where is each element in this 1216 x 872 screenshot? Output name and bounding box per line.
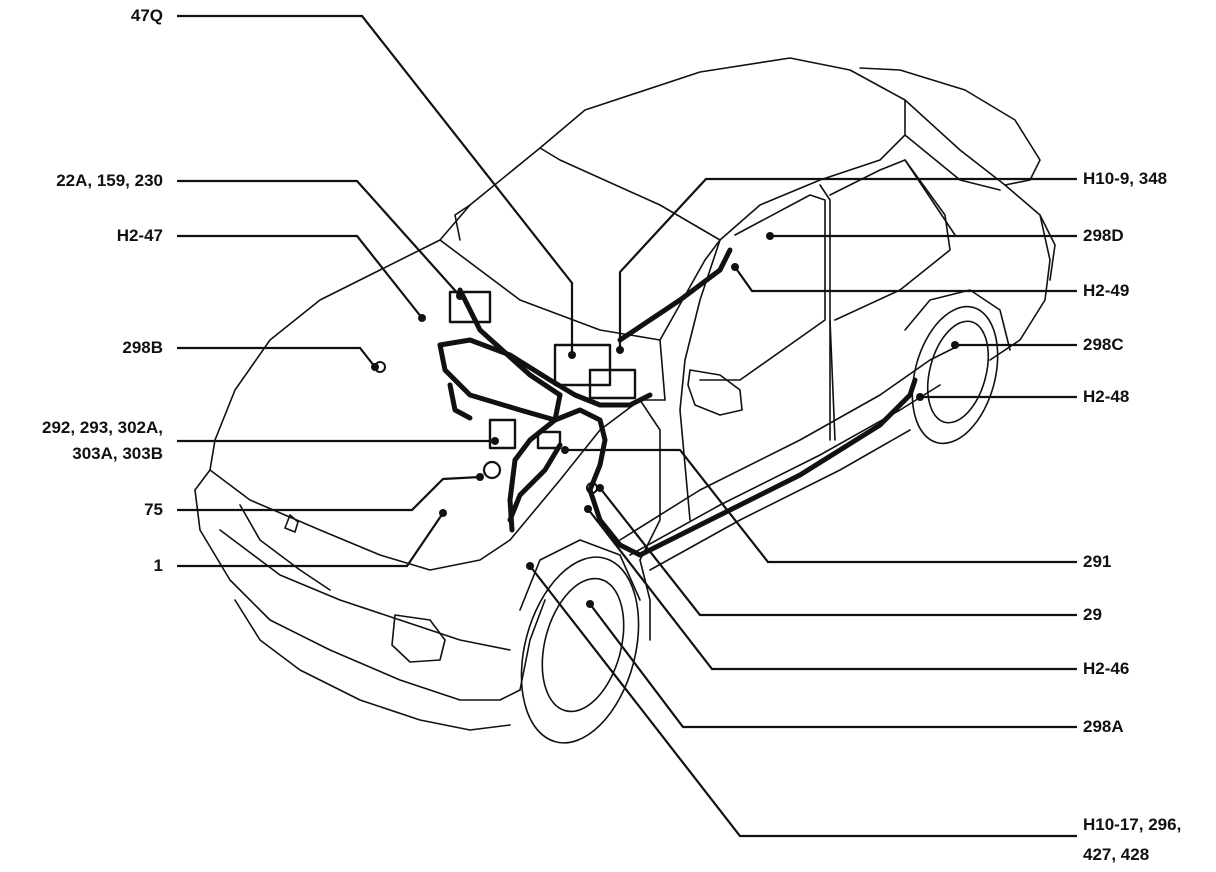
label-h2-48: H2-48 (1083, 387, 1130, 406)
label-h2-46: H2-46 (1083, 659, 1130, 678)
label-1: 1 (153, 556, 163, 575)
label-298a: 298A (1083, 717, 1124, 736)
label-h2-47: H2-47 (116, 226, 163, 245)
label-22a-159-230: 22A, 159, 230 (56, 171, 163, 190)
connection-points (371, 232, 959, 608)
label-298d: 298D (1083, 226, 1124, 245)
label-303a-303b: 303A, 303B (72, 444, 163, 463)
label-75: 75 (144, 500, 163, 519)
label-h10-9-348: H10-9, 348 (1083, 169, 1168, 188)
car-body (194, 57, 1056, 744)
label-292-293-302a: 292, 293, 302A, (42, 418, 163, 437)
wiring-harness (374, 247, 918, 558)
label-47q: 47Q (130, 6, 163, 25)
label-h2-49: H2-49 (1083, 281, 1130, 300)
label-298b: 298B (122, 338, 163, 357)
label-291: 291 (1083, 552, 1112, 571)
label-h10-17-296: H10-17, 296, (1083, 815, 1182, 834)
label-298c: 298C (1083, 335, 1124, 354)
label-29: 29 (1083, 605, 1102, 624)
label-427-428: 427, 428 (1083, 845, 1150, 864)
leader-lines (177, 14, 1077, 838)
